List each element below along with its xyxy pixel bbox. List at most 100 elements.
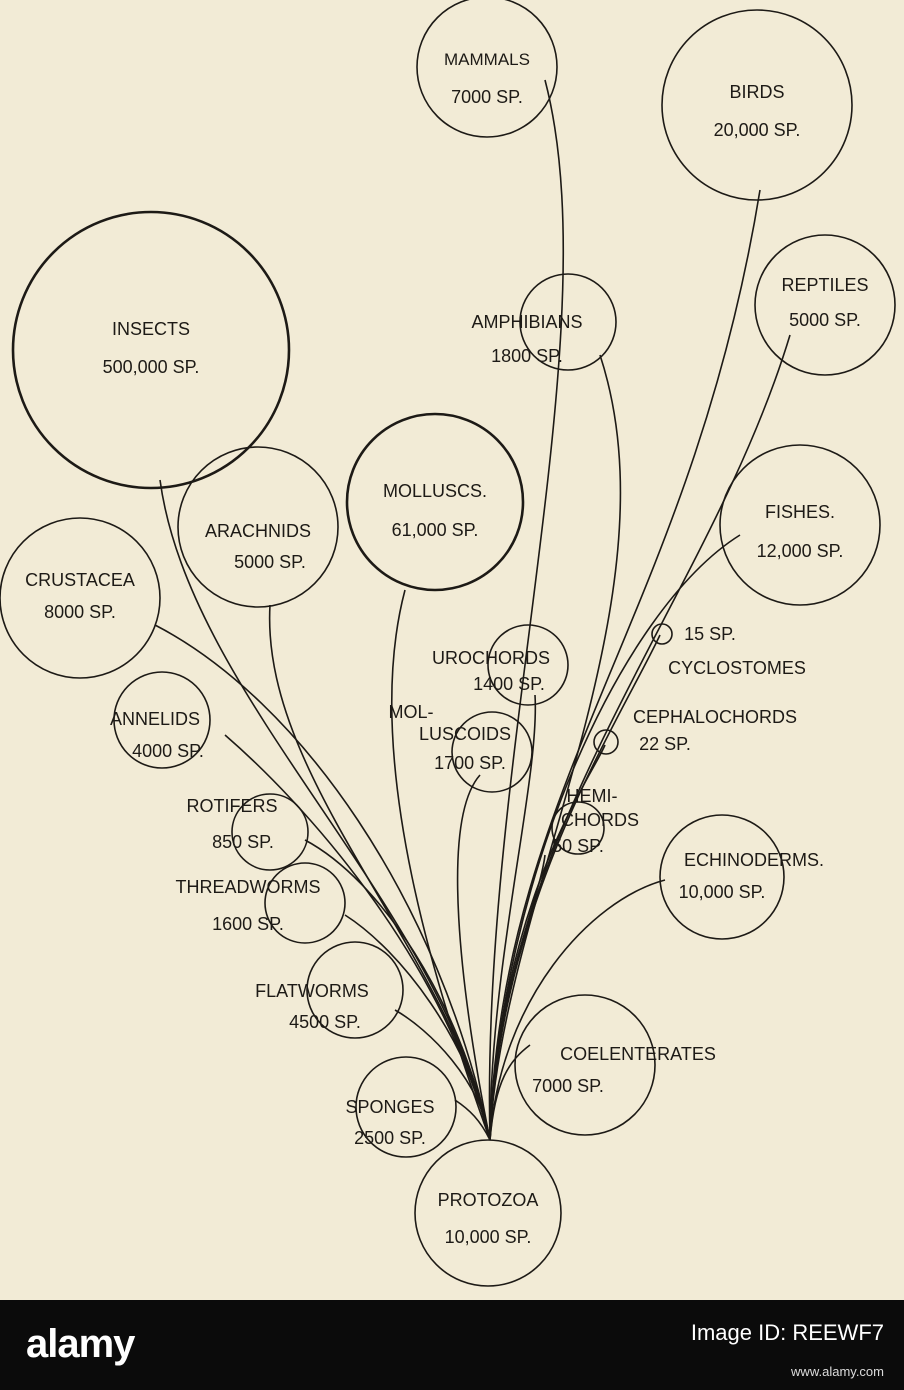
group-name: SPONGES [345,1097,434,1117]
node-circle [177,446,339,608]
node-circle [11,210,291,490]
watermark-id-block: Image ID: REEWF7 [691,1316,884,1346]
node-urochords: UROCHORDS 1400 SP. [432,624,569,706]
node-circle [754,234,896,376]
node-cyclostomes: 15 SP. CYCLOSTOMES [651,623,806,678]
node-circle [414,1139,562,1287]
node-molluscoids: MOL- LUSCOIDS 1700 SP. [389,702,533,793]
node-coelenterates: COELENTERATES 7000 SP. [514,994,716,1136]
group-name: AMPHIBIANS [471,312,582,332]
node-circle [113,671,211,769]
node-circle [487,624,569,706]
node-circle [355,1056,457,1158]
group-name: CRUSTACEA [25,570,135,590]
node-birds: BIRDS 20,000 SP. [661,9,853,201]
image-id: Image ID: REEWF7 [690,1320,884,1345]
group-name: ARACHNIDS [205,521,311,541]
node-crustacea: CRUSTACEA 8000 SP. [0,517,161,679]
branch-urochords [489,694,537,1141]
watermark-bar: alamy Image ID: REEWF7 www.alamy.com [0,1300,904,1390]
group-name: PROTOZOA [438,1190,539,1210]
group-name: COELENTERATES [560,1044,716,1064]
node-circle [0,517,161,679]
node-flatworms: FLATWORMS 4500 SP. [255,941,404,1039]
node-molluscs: MOLLUSCS. 61,000 SP. [345,412,525,592]
branch-insects [159,479,491,1141]
node-amphibians: AMPHIBIANS 1800 SP. [471,273,617,371]
node-circle [593,729,619,755]
node-circle [416,0,558,138]
node-reptiles: REPTILES 5000 SP. [754,234,896,376]
group-name: ROTIFERS [186,796,277,816]
group-name: ANNELIDS [110,709,200,729]
branch-threadworms [344,914,491,1141]
group-name: MOLLUSCS. [383,481,487,501]
group-name-line2: LUSCOIDS [419,724,511,744]
species-count: 22 SP. [639,734,691,754]
group-name: BIRDS [729,82,784,102]
species-count: 5000 SP. [789,310,861,330]
branch-mammals [488,79,565,1141]
group-name: CEPHALOCHORDS [633,707,797,727]
node-circle [719,444,881,606]
watermark-logo: alamy [26,1322,135,1366]
node-arachnids: ARACHNIDS 5000 SP. [177,446,339,608]
node-circle [551,801,605,855]
branch-rotifers [304,839,491,1141]
node-cephalochords: CEPHALOCHORDS 22 SP. [593,707,797,755]
species-count: 500,000 SP. [103,357,200,377]
node-hemichords: HEMI- CHORDS 50 SP. [551,786,639,856]
group-name-line1: HEMI- [567,786,618,806]
branch-molluscs [390,589,491,1141]
branch-cyclostomes [489,634,661,1141]
species-count: 4000 SP. [132,741,204,761]
node-circle [451,711,533,793]
species-count: 7000 SP. [451,87,523,107]
group-name: INSECTS [112,319,190,339]
watermark-url: www.alamy.com [791,1364,884,1379]
species-count: 20,000 SP. [714,120,801,140]
species-count: 5000 SP. [234,552,306,572]
node-circle [514,994,656,1136]
species-count: 850 SP. [212,832,274,852]
node-circle [231,793,309,871]
species-count: 1800 SP. [491,346,563,366]
node-circle [651,623,673,645]
group-name-line2: CHORDS [561,810,639,830]
group-name: THREADWORMS [176,877,321,897]
species-count: 1600 SP. [212,914,284,934]
species-count: 4500 SP. [289,1012,361,1032]
node-mammals: MAMMALS 7000 SP. [416,0,558,138]
branch-arachnids [268,604,491,1141]
node-circle [345,412,525,592]
species-count: 15 SP. [684,624,736,644]
branch-birds [489,189,761,1141]
species-count: 10,000 SP. [679,882,766,902]
species-count: 1400 SP. [473,674,545,694]
node-echinoderms: ECHINODERMS. 10,000 SP. [659,814,824,940]
node-threadworms: THREADWORMS 1600 SP. [176,862,346,944]
node-circle [264,862,346,944]
branch-coelenterates [489,1044,531,1141]
node-fishes: FISHES. 12,000 SP. [719,444,881,606]
node-circle [661,9,853,201]
species-count: 61,000 SP. [392,520,479,540]
branch-hemichords [489,854,546,1141]
branch-amphibians [489,354,622,1141]
node-circle [306,941,404,1039]
node-rotifers: ROTIFERS 850 SP. [186,793,309,871]
branch-crustacea [154,624,491,1141]
species-count: 10,000 SP. [445,1227,532,1247]
branch-echinoderms [489,879,666,1141]
node-insects: INSECTS 500,000 SP. [11,210,291,490]
species-count: 7000 SP. [532,1076,604,1096]
node-sponges: SPONGES 2500 SP. [345,1056,457,1158]
group-name: CYCLOSTOMES [668,658,806,678]
group-name: FISHES. [765,502,835,522]
species-count: 12,000 SP. [757,541,844,561]
node-circle [659,814,785,940]
group-name: ECHINODERMS. [684,850,824,870]
group-name: MAMMALS [444,50,530,69]
group-name: UROCHORDS [432,648,550,668]
phylogeny-tree-diagram: MAMMALS 7000 SP. BIRDS 20,000 SP. REPTIL… [0,0,896,1287]
